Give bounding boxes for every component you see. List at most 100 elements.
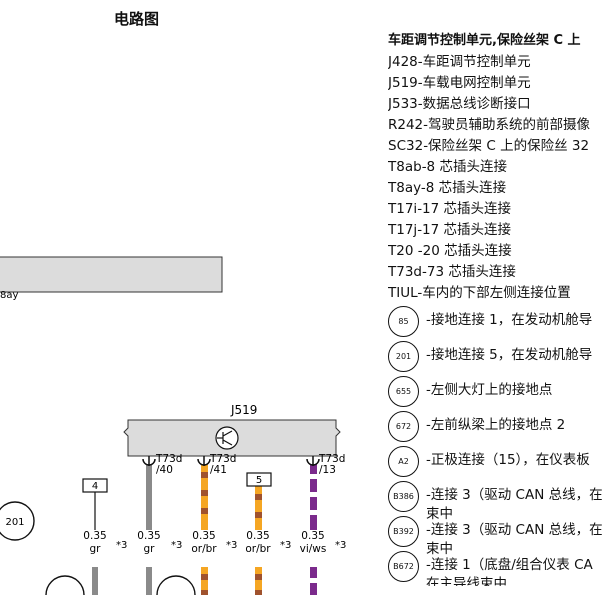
wire-5-color: vi/ws — [300, 543, 327, 555]
connector-pin-2: /41 — [210, 464, 227, 476]
legend-heading: 车距调节控制单元,保险丝架 C 上 — [388, 33, 581, 48]
legend-item-desc: -车距调节控制单元 — [417, 54, 531, 70]
wire-1-ref: *3 — [116, 540, 127, 551]
ground-desc: -接地连接 1，在发动机舱导 — [426, 312, 593, 328]
ground-legend-item: 655 -左侧大灯上的接地点 — [388, 376, 602, 411]
wire-1 — [92, 492, 98, 595]
legend-item-desc: -17 芯插头连接 — [417, 201, 512, 217]
legend-item-code: T17j — [388, 222, 418, 238]
wire-3-ref: *3 — [226, 540, 237, 551]
wire-1-size: 0.35 — [83, 530, 106, 542]
ground-desc: -连接 3（驱动 CAN 总线，在 — [426, 522, 602, 538]
ground-desc: -左侧大灯上的接地点 — [426, 382, 553, 398]
ground-id-circle: B386 — [388, 481, 419, 512]
wire-4-ref: *3 — [280, 540, 291, 551]
legend-item: T8ab-8 芯插头连接 — [388, 157, 602, 178]
legend-item-code: T8ay — [388, 180, 421, 196]
ground-legend-item: 85 -接地连接 1，在发动机舱导 — [388, 306, 602, 341]
wire-5 — [310, 464, 317, 595]
partial-circle-left — [45, 575, 85, 595]
legend-item-desc: -车内的下部左侧连接位置 — [417, 285, 571, 301]
legend-item-code: T20 — [388, 243, 414, 259]
diagram-title: 电路图 — [114, 10, 160, 28]
legend-item: J519-车载电网控制单元 — [388, 73, 602, 94]
legend-item-code: T73d — [388, 264, 422, 280]
connector-label-2: T73d — [209, 453, 236, 465]
transistor-symbol — [215, 426, 239, 450]
legend-item-code: R242 — [388, 117, 424, 133]
legend-item: TIUL-车内的下部左侧连接位置 — [388, 283, 602, 304]
ground-legend-item: B392 -连接 3（驱动 CAN 总线，在束中 — [388, 516, 602, 557]
wire-5-size: 0.35 — [301, 530, 324, 542]
legend-item: R242-驾驶员辅助系统的前部摄像 — [388, 115, 602, 136]
left-block-label: 8ay — [0, 290, 18, 301]
wire-2-color: gr — [144, 543, 156, 555]
ground-desc: -连接 3（驱动 CAN 总线，在 — [426, 487, 602, 503]
legend-item-code: SC32 — [388, 138, 424, 154]
ground-id-circle: 85 — [388, 306, 419, 337]
wire-5-ref: *3 — [335, 540, 346, 551]
boxed-number-4: 4 — [82, 478, 108, 493]
ground-circle-201: 201 — [0, 501, 35, 541]
connector-pin-40 — [142, 456, 156, 466]
wire-4 — [255, 486, 262, 595]
ground-legend-item: A2 -正极连接（15），在仪表板 — [388, 446, 602, 481]
ground-legend-item: 201-接地连接 5，在发动机舱导 — [388, 341, 602, 376]
legend-item-desc: -20 芯插头连接 — [413, 243, 512, 259]
legend-item-code: TIUL — [388, 285, 418, 301]
wire-3-color: or/br — [191, 543, 217, 555]
wire-labels: 0.35 gr 0.35 gr 0.35 or/br 0.35 or/br 0.… — [83, 530, 326, 555]
svg-text:5: 5 — [256, 475, 262, 486]
legend-item: J428-车距调节控制单元 — [388, 52, 602, 73]
svg-text:4: 4 — [92, 481, 98, 492]
partial-circle-mid — [156, 575, 196, 595]
wire-2-ref: *3 — [171, 540, 182, 551]
legend-item-desc: -保险丝架 C 上的保险丝 32 — [423, 138, 590, 154]
ground-desc-cont: 束中 — [426, 506, 453, 522]
legend-item-code: T8ab — [388, 159, 422, 175]
legend-item: SC32-保险丝架 C 上的保险丝 32 — [388, 136, 602, 157]
ground-id-circle: B392 — [388, 516, 419, 547]
ground-legend-item: B386 -连接 3（驱动 CAN 总线，在束中 — [388, 481, 602, 522]
connector-label-3: T73d — [318, 453, 345, 465]
wire-3-size: 0.35 — [192, 530, 215, 542]
legend-item-desc: -车载电网控制单元 — [417, 75, 531, 91]
legend-item-code: J533 — [388, 96, 418, 112]
ground-id-circle: B672 — [388, 551, 419, 582]
wire-4-size: 0.35 — [246, 530, 269, 542]
ground-desc-cont: 在主导线束中 — [426, 576, 507, 586]
legend-item: T20 -20 芯插头连接 — [388, 241, 602, 262]
ground-id-circle: 655 — [388, 376, 419, 407]
wire-1-color: gr — [90, 543, 102, 555]
legend-item-desc: -8 芯插头连接 — [421, 159, 507, 175]
legend-item-code: J519 — [388, 75, 418, 91]
connector-pin-13 — [306, 456, 320, 466]
legend-item-desc: -驾驶员辅助系统的前部摄像 — [423, 117, 591, 133]
ground-desc-cont: 束中 — [426, 541, 453, 557]
ground-desc: -连接 1（底盘/组合仪表 CA — [426, 557, 593, 573]
legend-item-desc: -17 芯插头连接 — [417, 222, 512, 238]
legend-item-desc: -数据总线诊断接口 — [417, 96, 531, 112]
ground-id-circle: 672 — [388, 411, 419, 442]
ground-desc: -接地连接 5，在发动机舱导 — [426, 347, 593, 363]
ground-legend-item: 672-左前纵梁上的接地点 2 — [388, 411, 602, 446]
wire-2-size: 0.35 — [137, 530, 160, 542]
left-component-block — [0, 256, 223, 293]
connector-pin-1: /40 — [156, 464, 173, 476]
legend-item-code: T17i — [388, 201, 418, 217]
legend-item: T17j-17 芯插头连接 — [388, 220, 602, 241]
connector-pin-3: /13 — [319, 464, 336, 476]
boxed-number-5: 5 — [246, 472, 272, 487]
legend-item-desc: -8 芯插头连接 — [420, 180, 507, 196]
wire-refs: *3 *3 *3 *3 *3 — [116, 540, 346, 551]
legend-item-code: J428 — [388, 54, 418, 70]
legend-item: T8ay-8 芯插头连接 — [388, 178, 602, 199]
ground-desc: -正极连接（15），在仪表板 — [426, 452, 590, 468]
j519-label: J519 — [230, 403, 257, 417]
ground-id-circle: A2 — [388, 446, 419, 477]
connector-pin-41 — [197, 456, 211, 466]
